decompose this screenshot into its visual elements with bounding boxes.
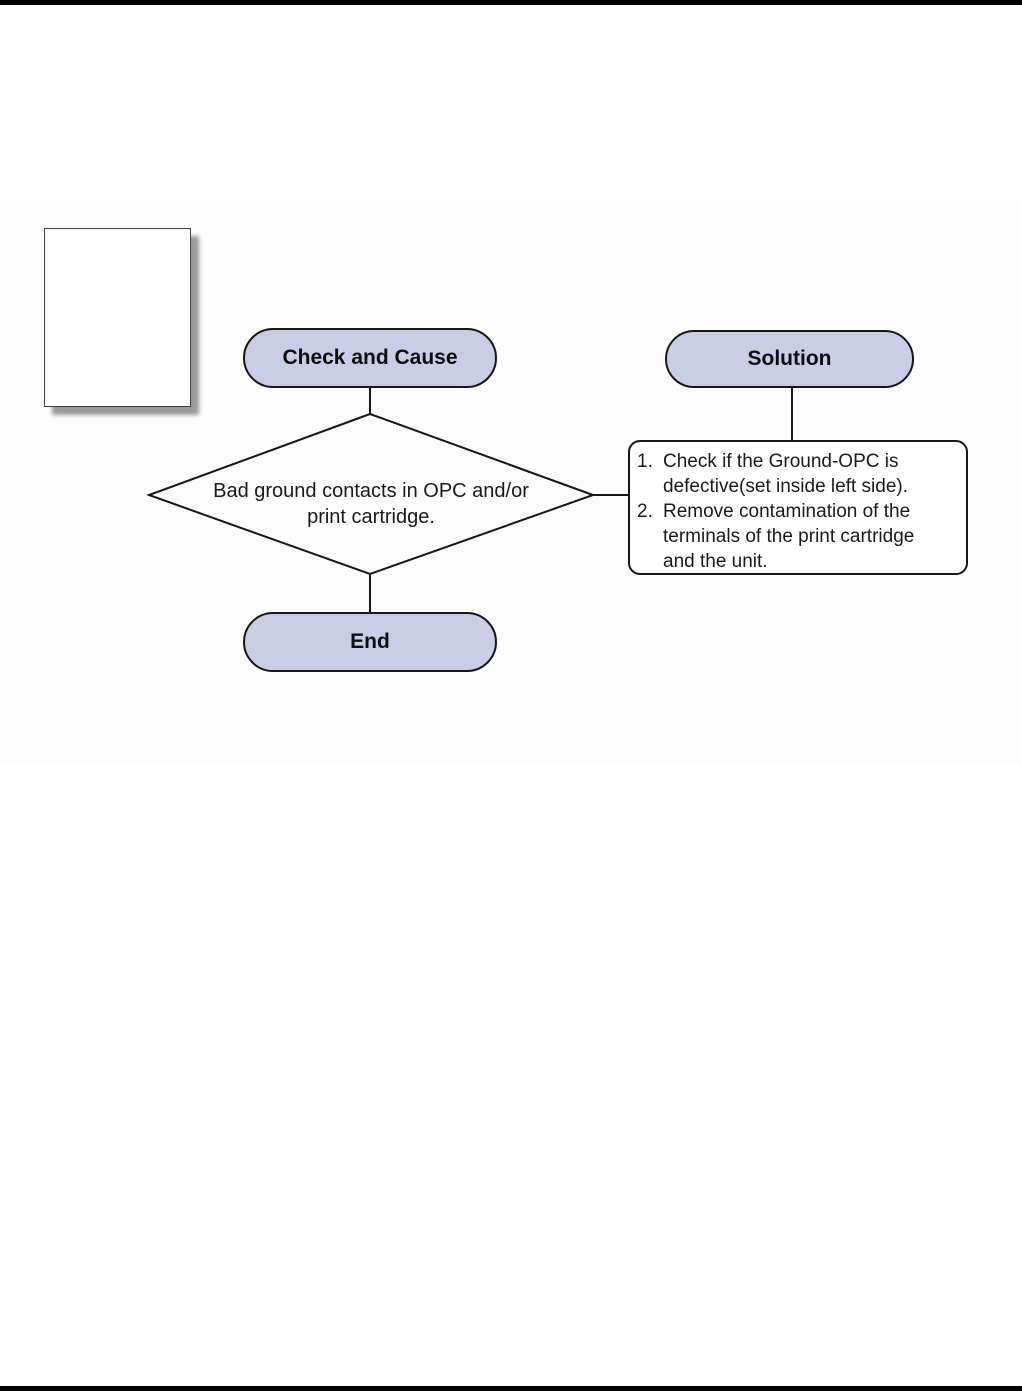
end-label: End <box>350 630 390 653</box>
solution-step-1: 1. Check if the Ground-OPC is defective(… <box>637 449 958 499</box>
solution-step-text-line: and the unit. <box>663 551 768 572</box>
page-bottom-edge-bar <box>0 1386 1022 1391</box>
decision-diamond-text: Bad ground contacts in OPC and/or print … <box>191 478 551 530</box>
solution-box: 1. Check if the Ground-OPC is defective(… <box>628 440 968 575</box>
paper-thumbnail <box>44 228 191 407</box>
solution-step-text-line: Check if the Ground-OPC is <box>663 451 899 472</box>
solution-step-text-line: Remove contamination of the <box>663 501 911 522</box>
solution-step-2: 2. Remove contamination of the terminals… <box>637 499 958 574</box>
solution-step-text-line: terminals of the print cartridge <box>663 526 915 547</box>
diamond-text-line: print cartridge. <box>307 506 435 528</box>
diamond-text-line: Bad ground contacts in OPC and/or <box>213 480 529 502</box>
check-and-cause-label: Check and Cause <box>282 346 458 369</box>
end-terminator: End <box>243 612 497 672</box>
solution-step-text-line: defective(set inside left side). <box>663 476 909 497</box>
solution-terminator: Solution <box>665 330 914 388</box>
solution-step-number: 1. <box>637 451 653 472</box>
solution-step-number: 2. <box>637 501 653 522</box>
solution-label: Solution <box>747 347 832 370</box>
check-and-cause-terminator: Check and Cause <box>243 328 497 388</box>
page-top-edge-bar <box>0 0 1022 5</box>
